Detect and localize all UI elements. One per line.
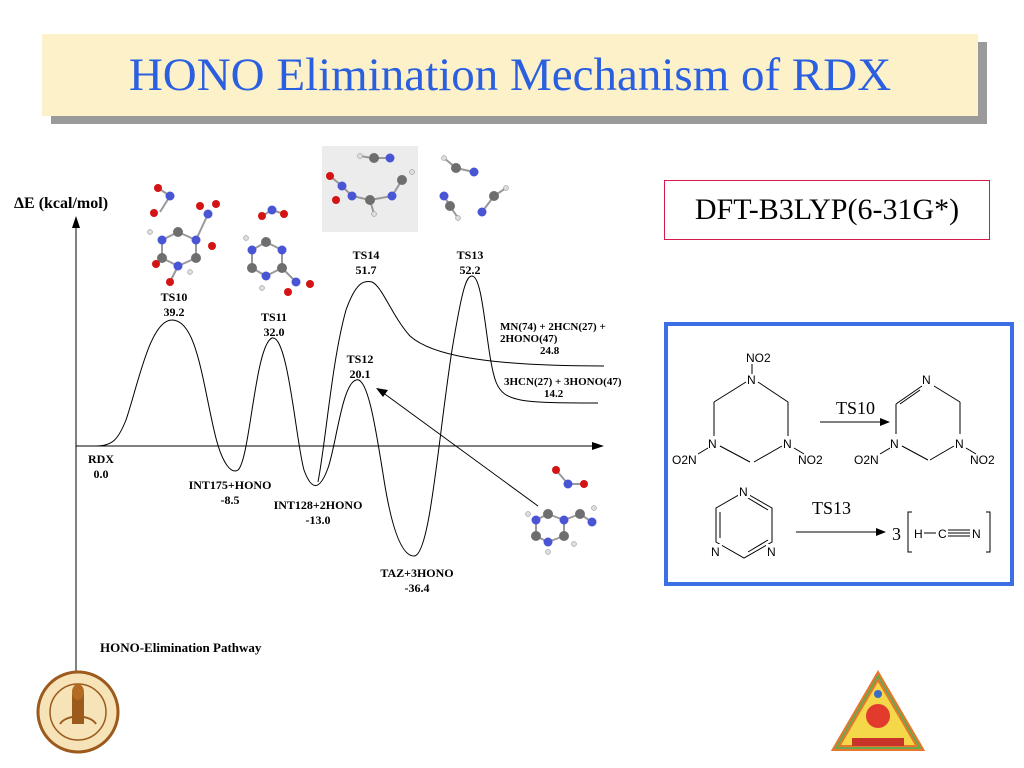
svg-text:O2N: O2N xyxy=(854,453,879,467)
pointer-arrowhead xyxy=(376,388,388,397)
method-label: DFT-B3LYP(6-31G*) xyxy=(694,193,960,226)
product-structure: N N N O2N NO2 xyxy=(854,373,995,467)
molecule-ts13 xyxy=(439,155,509,221)
method-box: DFT-B3LYP(6-31G*) xyxy=(664,180,990,240)
svg-text:N: N xyxy=(739,485,748,499)
reaction-scheme-box: NO2 N N N O2N NO2 TS10 N N N O2N NO2 xyxy=(664,322,1014,586)
y-axis-arrow xyxy=(72,216,80,228)
svg-text:N: N xyxy=(972,527,981,541)
title-banner: HONO Elimination Mechanism of RDX xyxy=(42,34,978,116)
pathway-label: HONO-Elimination Pathway xyxy=(100,640,262,655)
point-label-int175: INT175+HONO-8.5 xyxy=(188,478,272,507)
svg-text:O2N: O2N xyxy=(672,453,697,467)
hcn-coefficient: 3 xyxy=(892,524,901,544)
asci-logo xyxy=(830,670,926,751)
svg-text:NO2: NO2 xyxy=(746,351,771,365)
ts10-arrowhead xyxy=(880,418,890,426)
molecule-ts10 xyxy=(147,184,220,286)
product-label-mn: MN(74) + 2HCN(27) + 2HONO(47) 24.8 xyxy=(500,321,606,357)
svg-text:N: N xyxy=(922,373,931,387)
triazine-structure: N N N xyxy=(710,484,778,559)
svg-text:N: N xyxy=(955,437,964,451)
svg-text:N: N xyxy=(708,437,717,451)
product-label-hcn: 3HCN(27) + 3HONO(47) 14.2 xyxy=(504,376,622,400)
rdx-structure: NO2 N N N O2N NO2 xyxy=(672,351,823,467)
molecule-taz xyxy=(525,466,597,555)
svg-text:N: N xyxy=(783,437,792,451)
svg-text:H: H xyxy=(914,527,923,541)
energy-curve xyxy=(95,275,599,557)
svg-text:N: N xyxy=(711,545,720,559)
y-axis-label: ΔE (kcal/mol) xyxy=(14,195,109,212)
ts10-label: TS10 xyxy=(836,398,875,418)
molecule-ts11 xyxy=(243,205,314,296)
point-label-taz: TAZ+3HONO-36.4 xyxy=(380,566,454,595)
hcn-structure: H C N xyxy=(907,511,991,553)
ts14-branch-curve xyxy=(317,280,605,483)
x-axis-arrow xyxy=(592,442,604,450)
svg-text:N: N xyxy=(767,545,776,559)
point-label-int128: INT128+2HONO-13.0 xyxy=(273,498,363,527)
ts13-arrowhead xyxy=(876,528,886,536)
ts13-label: TS13 xyxy=(812,498,851,518)
svg-text:N: N xyxy=(890,437,899,451)
pointer-arrow-line xyxy=(381,391,539,507)
molecule-ts14 xyxy=(326,153,415,217)
svg-text:NO2: NO2 xyxy=(798,453,823,467)
caltech-seal-logo xyxy=(36,670,120,754)
svg-text:C: C xyxy=(938,527,947,541)
slide-title: HONO Elimination Mechanism of RDX xyxy=(128,49,892,101)
reaction-scheme: NO2 N N N O2N NO2 TS10 N N N O2N NO2 xyxy=(672,351,995,559)
svg-text:N: N xyxy=(747,373,756,387)
svg-text:NO2: NO2 xyxy=(970,453,995,467)
